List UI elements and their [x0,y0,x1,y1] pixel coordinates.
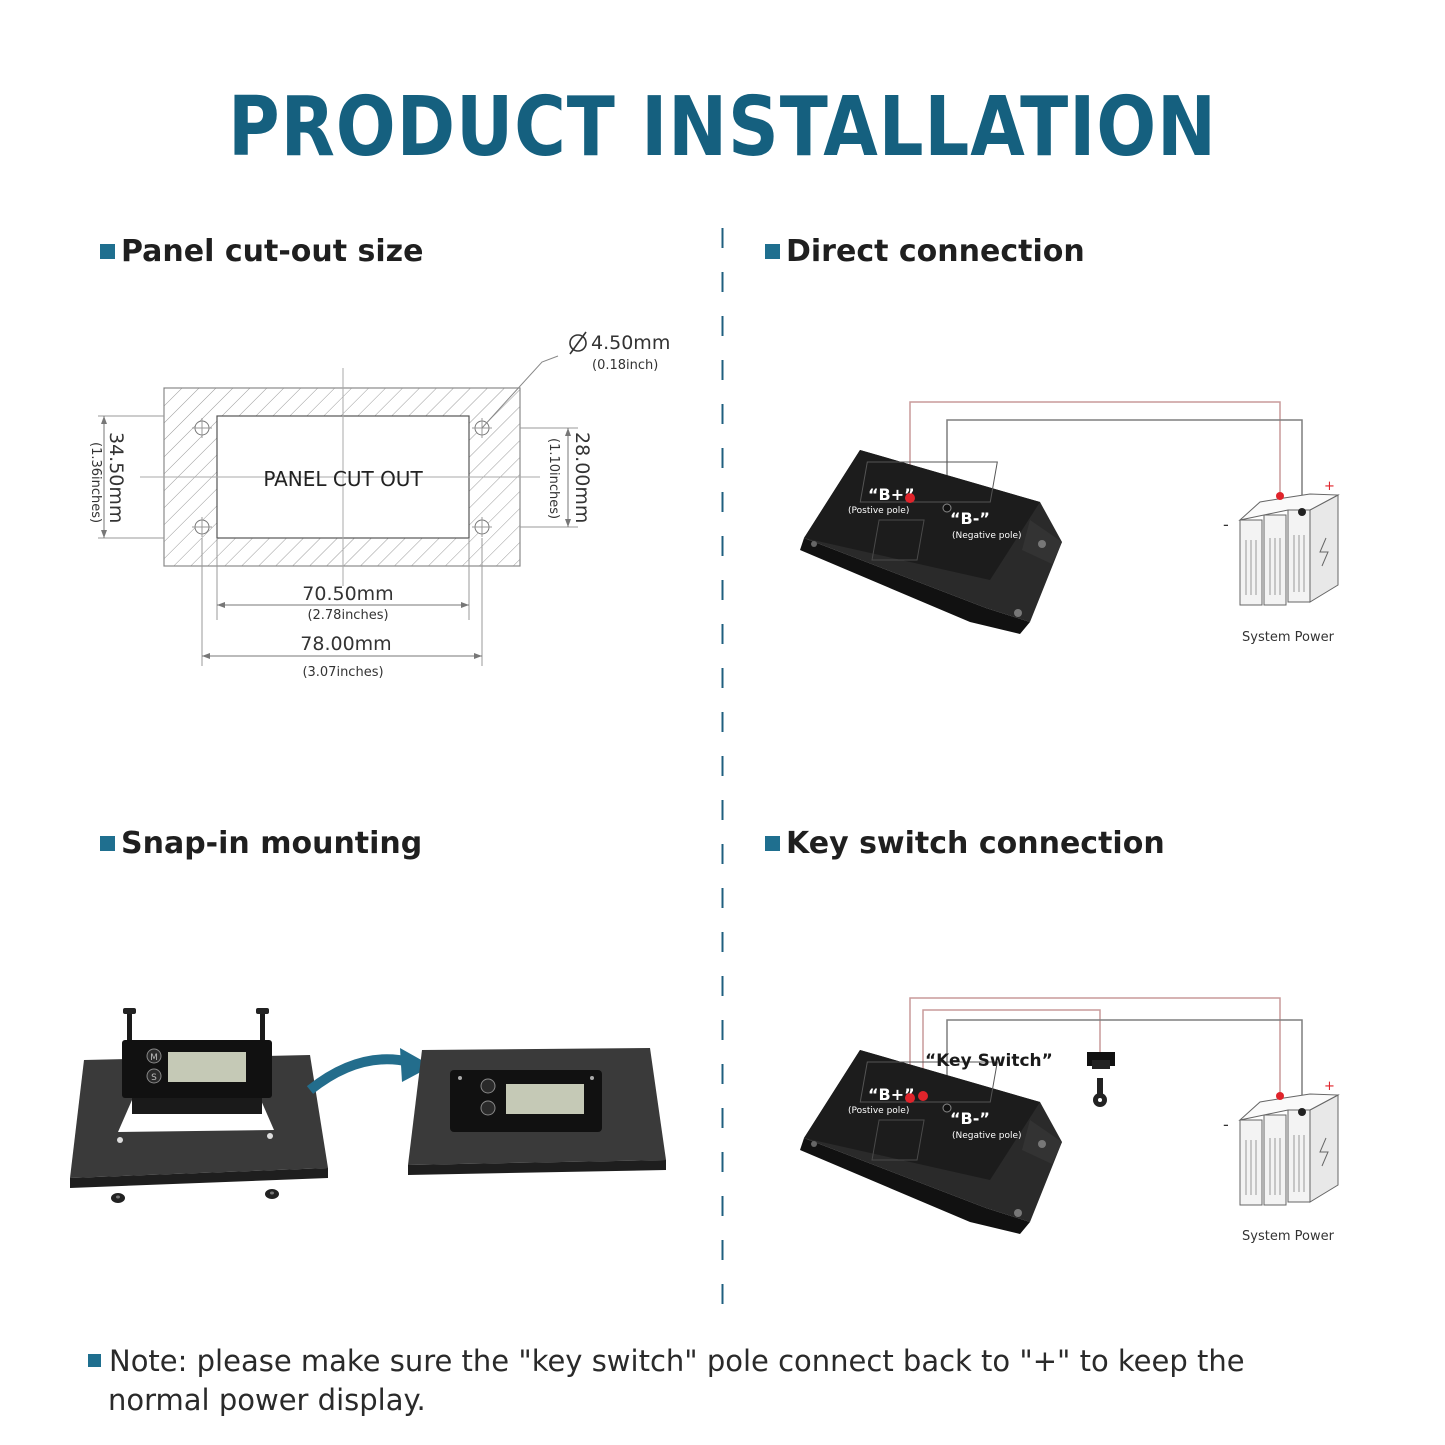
bullet-square-icon [100,836,115,851]
panel-cutout-diagram: PANEL CUT OUT 4.50mm (0.18inch) 34.50mm … [88,331,670,680]
positive-wire [909,997,1281,1098]
inner-width-inch: (2.78inches) [307,608,388,623]
button-m-label: M [150,1053,158,1063]
snap-in-mounting-diagram: M S [70,1008,666,1203]
b-plus-label: “B+” [868,485,915,504]
battery-pack-icon [1238,492,1340,606]
hole-diameter-inch: (0.18inch) [592,358,658,373]
battery-pack-icon [1238,1092,1340,1206]
arrow-head-icon [400,1048,432,1082]
arrow-icon [306,1054,412,1094]
heading-snap-in: Snap-in mounting [100,824,422,864]
heading-text: Direct connection [786,234,1085,269]
minus-sign: - [1223,515,1229,534]
key-switch-diagram: “Key Switch” “B+” (Postive pole) “B-” (N… [800,997,1340,1244]
plus-sign: + [1324,1079,1335,1094]
screw-icon [123,1008,136,1052]
screw-hole-icon [472,517,492,537]
inner-height-inch: (1.10inches) [546,438,561,519]
b-plus-label: “B+” [868,1085,915,1104]
positive-terminal-icon [905,493,915,503]
direct-connection-diagram: “B+” (Postive pole) “B-” (Negative pole)… [800,401,1340,645]
start-label: START [1092,1070,1110,1076]
heading-text: Key switch connection [786,826,1165,861]
note-text-line1: Note: please make sure the "key switch" … [109,1344,1245,1378]
key-switch-label: “Key Switch” [925,1051,1053,1071]
b-minus-sub: (Negative pole) [952,531,1022,541]
installation-note: Note: please make sure the "key switch" … [88,1342,1388,1420]
screw-icon [256,1008,269,1052]
positive-terminal-icon [905,1093,915,1103]
diameter-icon [569,331,587,355]
key-switch-icon [1087,1052,1115,1107]
b-plus-sub: (Postive pole) [848,1106,909,1116]
meter-module [800,450,1062,634]
screw-hole-icon [192,418,212,438]
button-s-label: S [151,1073,157,1083]
page-title: PRODUCT INSTALLATION [228,80,1217,175]
nut-icon [265,1189,279,1199]
heading-panel-cutout: Panel cut-out size [100,232,424,272]
negative-wire [946,419,1303,512]
heading-text: Panel cut-out size [121,234,424,269]
outer-height-inch: (1.36inches) [88,442,103,523]
bullet-square-icon [765,836,780,851]
outer-width-inch: (3.07inches) [302,665,383,680]
positive-wire [909,401,1281,498]
system-power-label: System Power [1242,1229,1335,1244]
vertical-divider [721,228,724,1313]
display-meter-left: M S [122,1040,272,1114]
b-minus-sub: (Negative pole) [952,1131,1022,1141]
system-power-label: System Power [1242,630,1335,645]
negative-terminal-icon [942,1103,952,1113]
minus-sign: - [1223,1115,1229,1134]
heading-key-switch: Key switch connection [765,824,1165,864]
b-minus-label: “B-” [950,1109,990,1128]
inner-height-value: 28.00mm [571,432,593,523]
panel-cutout-label: PANEL CUT OUT [263,467,423,491]
inner-width-value: 70.50mm [302,583,393,605]
screw-hole-icon [192,517,212,537]
negative-terminal-icon [942,503,952,513]
key-terminal-icon [918,1091,928,1101]
outer-height-value: 34.50mm [105,432,127,523]
meter-module [800,1050,1062,1234]
bullet-square-icon [100,244,115,259]
bullet-square-icon [88,1354,101,1367]
heading-direct-connection: Direct connection [765,232,1085,272]
display-meter-right [450,1070,602,1132]
hole-diameter-value: 4.50mm [591,332,670,354]
key-switch-wire [922,1009,1101,1093]
nut-icon [111,1193,125,1203]
b-plus-sub: (Postive pole) [848,506,909,516]
b-minus-label: “B-” [950,509,990,528]
outer-width-value: 78.00mm [300,633,391,655]
note-text-line2: normal power display. [108,1383,426,1417]
negative-wire [946,1019,1303,1112]
plus-sign: + [1324,479,1335,494]
bullet-square-icon [765,244,780,259]
heading-text: Snap-in mounting [121,826,423,861]
